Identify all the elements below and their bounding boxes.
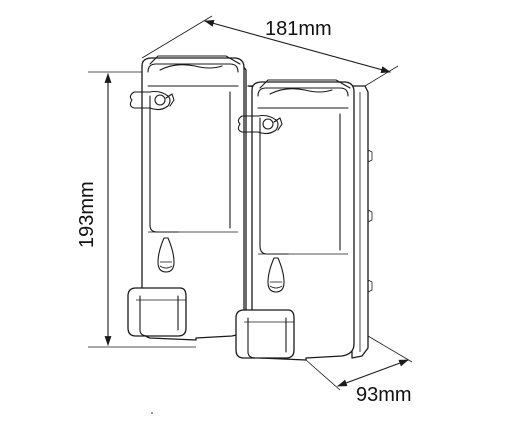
height-dimension: 193mm: [76, 71, 196, 348]
speck: [151, 412, 153, 414]
depth-dimension: 93mm: [305, 335, 413, 406]
width-dimension: 181mm: [141, 15, 399, 87]
left-dispenser: [127, 55, 245, 341]
width-label: 181mm: [265, 18, 332, 40]
height-label: 193mm: [76, 181, 98, 248]
right-dispenser: [235, 79, 355, 361]
depth-label: 93mm: [356, 384, 412, 406]
